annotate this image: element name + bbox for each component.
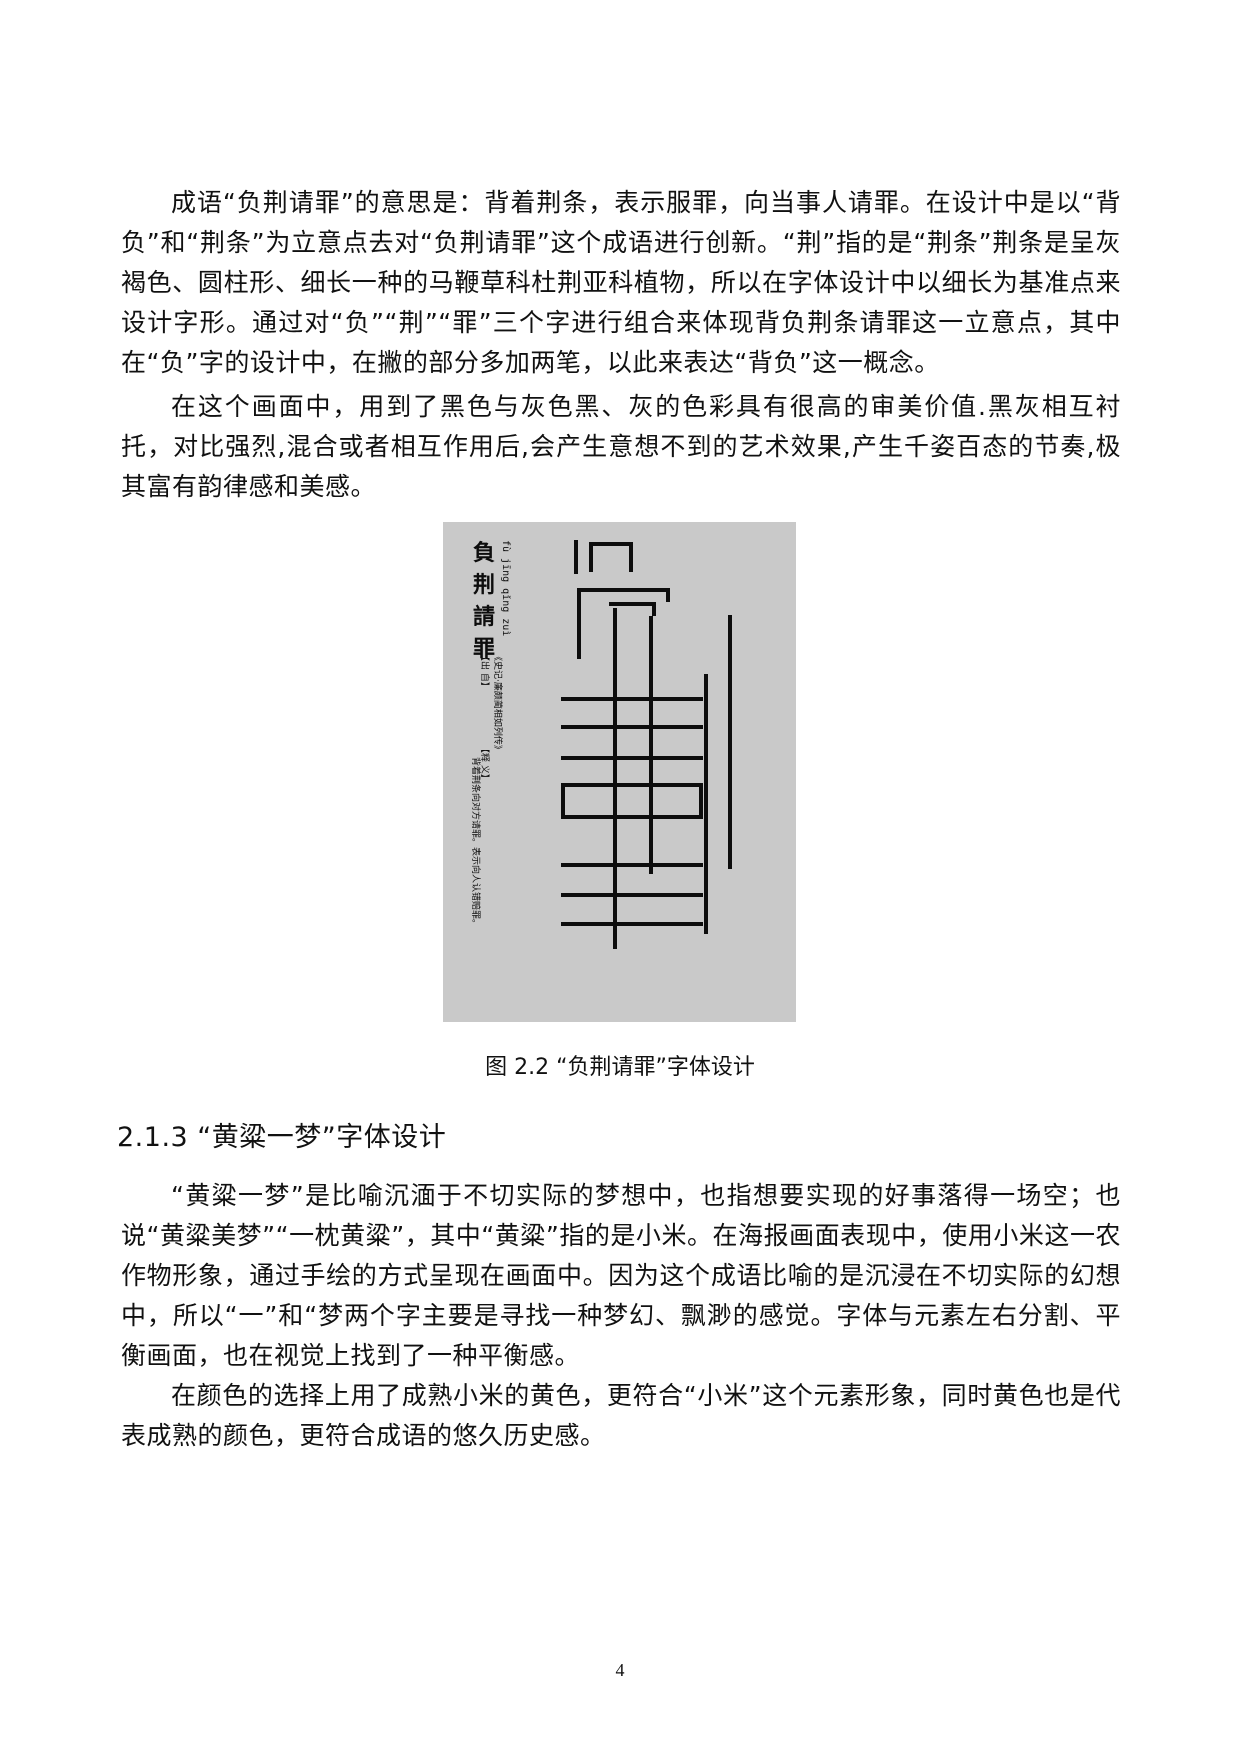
figure-caption: 图 2.2 “负荆请罪”字体设计 [485,1055,755,1080]
body-paragraph: “黄粱一梦”是比喻沉湎于不切实际的梦想中，也指想要实现的好事落得一场空；也说“黄… [121,1181,1121,1370]
section-heading: 2.1.3 “黄粱一梦”字体设计 [117,1122,447,1153]
poster-tag-source: 【出 自】 [479,652,491,691]
poster-source-text: 《史记·廉颇蔺相如列传》 [492,652,504,754]
poster-title-char: 荆 [473,572,495,598]
body-paragraph: 在颜色的选择上用了成熟小米的黄色，更符合“小米”这个元素形象，同时黄色也是代表成… [121,1381,1121,1450]
poster-glyph-strokes [561,540,732,949]
poster-meaning-text: 背着荆条向对方请罪。表示向人认错赔罪。 [470,757,482,928]
body-paragraph: 成语“负荆请罪”的意思是：背着荆条，表示服罪，向当事人请罪。在设计中是以“背负”… [121,188,1121,377]
poster-title-char: 請 [473,604,495,630]
poster-title-char: 罪 [473,636,495,662]
page-number: 4 [615,1660,625,1680]
poster-tag-meaning: 【释 义】 [479,744,491,783]
body-paragraph: 在这个画面中，用到了黑色与灰色黑、灰的色彩具有很高的审美价值.黑灰相互衬托，对比… [121,392,1121,501]
poster-pinyin: fù jīng qǐng zuì [500,540,512,636]
poster-artwork: 負 荆 請 罪 fù jīng qǐng zuì 【出 自】 《史记·廉颇蔺相如… [470,540,732,949]
poster-title-char: 負 [473,540,495,566]
figure-poster: 負 荆 請 罪 fù jīng qǐng zuì 【出 自】 《史记·廉颇蔺相如… [443,522,796,1022]
